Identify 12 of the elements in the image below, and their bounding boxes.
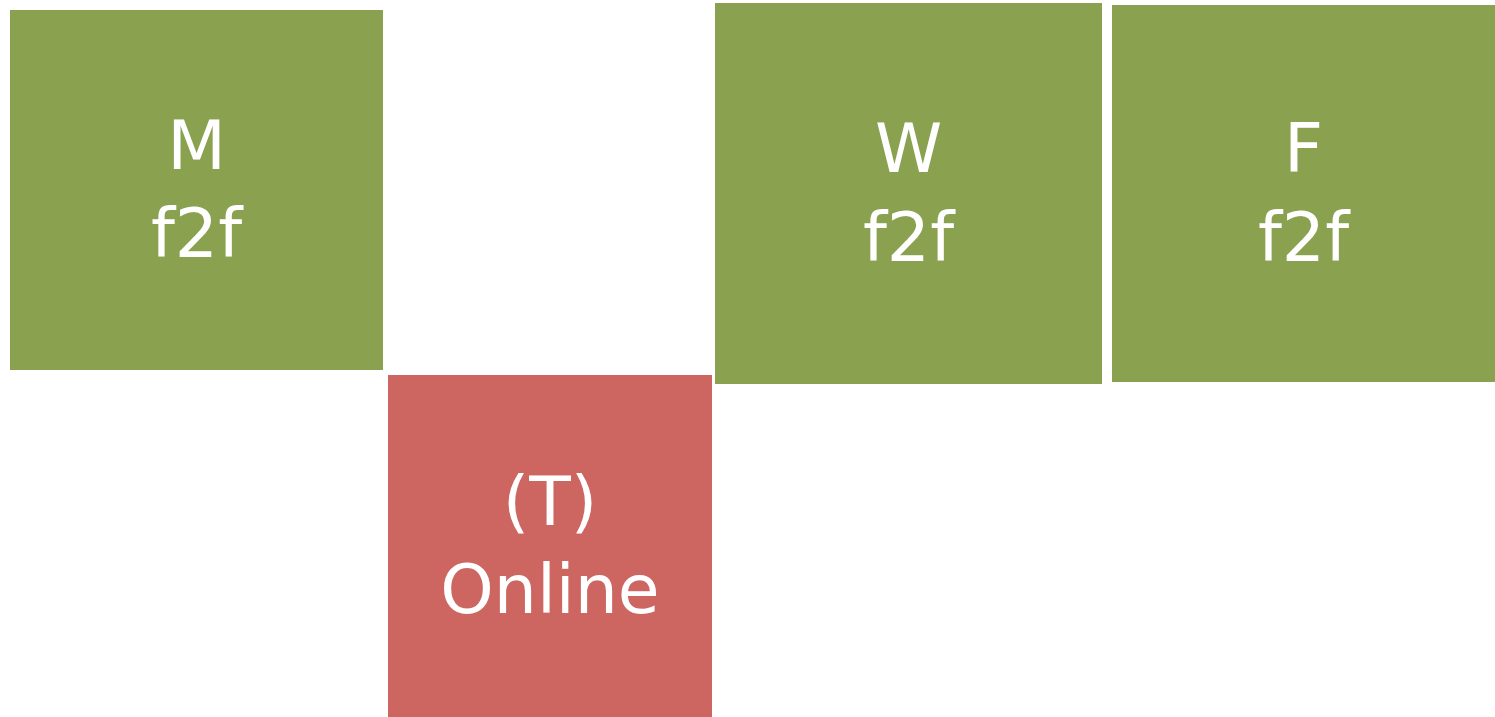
day-box — [10, 10, 383, 370]
day-box — [1112, 5, 1495, 382]
day-label: (T) — [502, 460, 598, 543]
day-label: M — [167, 104, 226, 187]
day-box — [715, 3, 1102, 384]
mode-label: f2f — [862, 196, 955, 279]
day-label: F — [1283, 108, 1324, 191]
day-label: W — [874, 108, 943, 191]
day-box — [388, 375, 712, 717]
mode-label: f2f — [150, 193, 243, 275]
mode-label: Online — [440, 549, 660, 631]
mode-label: f2f — [1257, 196, 1350, 279]
